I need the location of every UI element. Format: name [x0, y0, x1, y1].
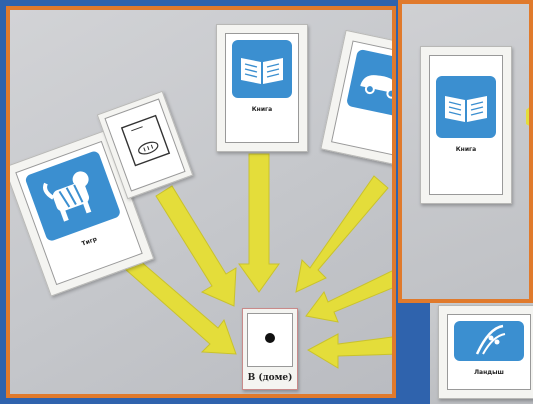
inset-arrow [526, 104, 533, 128]
book-card: Книга [216, 24, 308, 152]
inset-book-card: Книга [420, 46, 512, 204]
arrow-from-bottomright [308, 334, 396, 368]
arrow-from-car [296, 176, 388, 292]
inset-book-card-face: Книга [429, 55, 503, 195]
flowers-label: Ландыш [448, 369, 530, 376]
tiger-icon [39, 163, 107, 228]
dot-icon [248, 314, 292, 366]
flowers-card: Ландыш [438, 305, 533, 399]
flowers-card-face: Ландыш [447, 314, 531, 390]
center-card-face [247, 313, 293, 367]
inset-photo: Книга [398, 0, 533, 303]
flowers-pictogram [454, 321, 524, 361]
center-label: В (доме) [243, 373, 297, 383]
book-label: Книга [226, 106, 298, 113]
inset-book-pictogram [436, 76, 496, 138]
flower-icon [469, 324, 509, 358]
car-icon [355, 64, 396, 103]
house-icon [110, 105, 183, 181]
book-pictogram [232, 40, 292, 98]
car-pictogram [346, 49, 396, 118]
car-card-face [331, 40, 396, 157]
tiger-pictogram [24, 150, 121, 242]
center-card: В (доме) [242, 308, 298, 390]
main-photo: Тигр [6, 6, 396, 398]
book-icon [237, 50, 287, 88]
arrow-from-book [239, 154, 279, 292]
book-card-face: Книга [225, 33, 299, 143]
inset-book-label: Книга [430, 146, 502, 153]
bottomright-photo: Ландыш [430, 303, 533, 404]
book-icon [441, 88, 491, 126]
